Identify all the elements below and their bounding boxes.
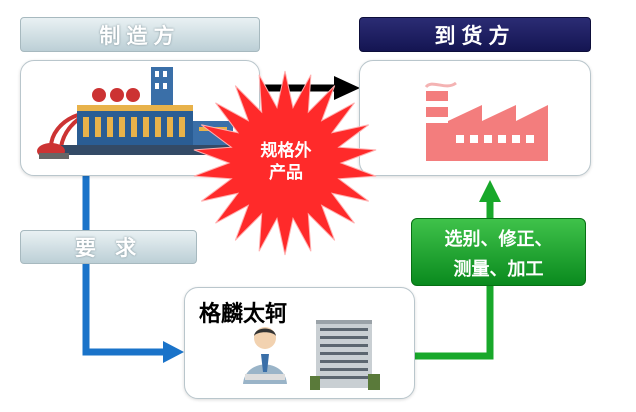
office-building-icon [310, 320, 380, 390]
request-arrow [82, 172, 184, 363]
receiver-label-text: 到货方 [434, 23, 516, 48]
factory-silhouette-icon [424, 81, 548, 161]
receiver-box [359, 60, 591, 176]
defect-text: 规格外产品 [253, 140, 319, 184]
defect-starburst [193, 70, 377, 256]
manufacturer-label-text: 制造方 [99, 23, 181, 48]
receiver-label: 到货方 [359, 17, 591, 52]
delivery-arrow [262, 76, 360, 100]
businessman-icon [243, 327, 287, 384]
company-name: 格麟太轲 [199, 302, 288, 327]
defect-text-value: 规格外产品 [260, 141, 312, 183]
factory-machinery-icon [37, 67, 241, 159]
service-line-2: 测量、加工 [453, 259, 544, 280]
requirement-label: 要 求 [20, 230, 197, 264]
company-box: 格麟太轲 [184, 287, 415, 399]
requirement-label-text: 要 求 [74, 236, 143, 260]
service-box: 选别、修正、 测量、加工 [411, 218, 586, 286]
service-line-1: 选别、修正、 [444, 229, 553, 250]
manufacturer-label: 制造方 [20, 17, 260, 52]
